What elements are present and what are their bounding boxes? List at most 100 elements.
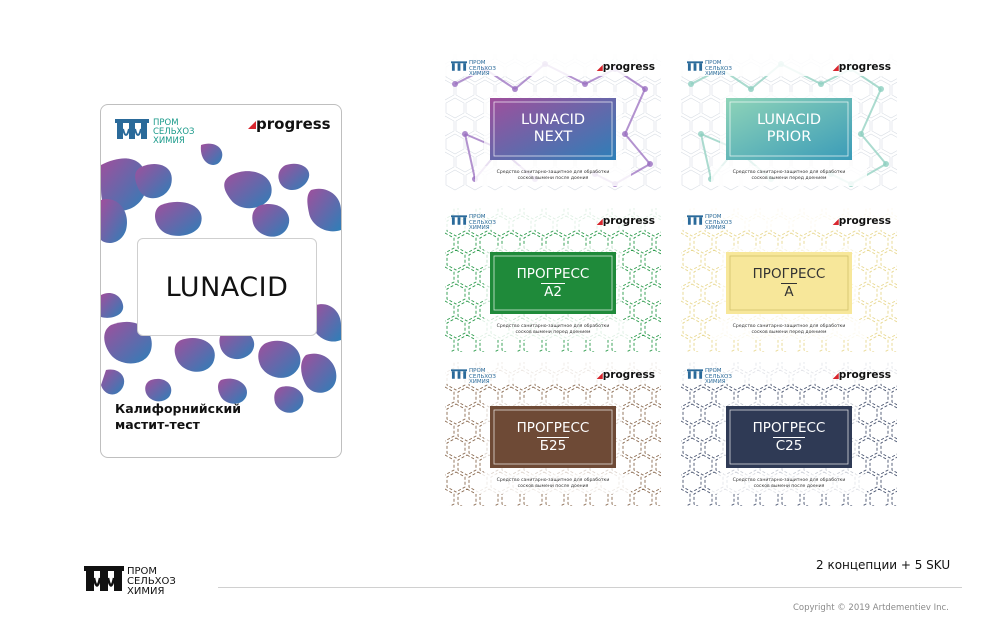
card-description-line-2: сосков вымени перед доением — [751, 175, 827, 181]
big-card-title: LUNACID — [137, 238, 317, 336]
card-progress-brand: ◢progress — [596, 61, 655, 73]
card-logo-line-1: ПРОМ — [469, 368, 486, 374]
footer-logo-line-3: ХИМИЯ — [127, 586, 165, 597]
card-description-line-2: сосков вымени после доения — [517, 175, 589, 181]
card-logo-icon — [687, 215, 703, 225]
card-label-line-2: А — [781, 282, 797, 301]
card-progress-text: progress — [602, 369, 655, 381]
sku-card: ПРОМ СЕЛЬХОЗ ХИМИЯ ◢progress ПРОГРЕСС А2… — [445, 208, 661, 352]
big-card-subtitle: Калифорнийский мастит-тест — [115, 401, 325, 433]
card-background-pattern — [681, 362, 897, 506]
card-progress-text: progress — [838, 215, 891, 227]
card-product-label: ПРОГРЕСС С25 — [726, 406, 852, 468]
card-logo-line-2: СЕЛЬХОЗ — [705, 373, 732, 380]
card-logo-line-3: ХИМИЯ — [469, 225, 490, 231]
sku-card: ПРОМ СЕЛЬХОЗ ХИМИЯ ◢progress ПРОГРЕСС Б2… — [445, 362, 661, 506]
logo-line-1: ПРОМ — [153, 118, 179, 128]
card-description-line-1: Средство санитарно-защитное для обработк… — [496, 324, 610, 329]
card-label-line-1: LUNACID — [520, 112, 586, 128]
card-progress-text: progress — [838, 369, 891, 381]
footer-caption: 2 концепции + 5 SKU — [816, 558, 951, 572]
card-background-pattern — [681, 54, 897, 198]
footer-logo-line-1: ПРОМ — [127, 566, 158, 577]
card-logo-icon — [451, 61, 467, 71]
card-logo-icon — [687, 61, 703, 71]
card-label-line-2: PRIOR — [766, 129, 812, 145]
card-logo-line-1: ПРОМ — [705, 60, 722, 66]
card-progress-text: progress — [602, 61, 655, 73]
card-logo-text: ПРОМ СЕЛЬХОЗ ХИМИЯ — [705, 60, 732, 78]
card-progress-brand: ◢progress — [832, 61, 891, 73]
card-description: Средство санитарно-защитное для обработк… — [721, 324, 857, 335]
card-logo-line-2: СЕЛЬХОЗ — [705, 65, 732, 72]
footer-logo-line-2: СЕЛЬХОЗ — [127, 576, 176, 587]
card-description: Средство санитарно-защитное для обработк… — [721, 478, 857, 489]
card-description-line-1: Средство санитарно-защитное для обработк… — [732, 478, 846, 483]
card-logo-line-2: СЕЛЬХОЗ — [705, 219, 732, 226]
subtitle-line-1: Калифорнийский — [115, 401, 242, 416]
card-description: Средство санитарно-защитное для обработк… — [721, 170, 857, 181]
card-logo-line-3: ХИМИЯ — [469, 379, 490, 385]
card-logo-line-1: ПРОМ — [469, 60, 486, 66]
card-description-line-2: сосков вымени перед доением — [515, 329, 591, 335]
footer-logo-icon — [84, 566, 124, 591]
card-description: Средство санитарно-защитное для обработк… — [485, 478, 621, 489]
card-product-label: LUNACID PRIOR — [726, 98, 852, 160]
card-progress-text: progress — [838, 61, 891, 73]
card-logo-icon — [687, 369, 703, 379]
card-product-label: LUNACID NEXT — [490, 98, 616, 160]
card-logo-line-1: ПРОМ — [469, 214, 486, 220]
card-logo-text: ПРОМ СЕЛЬХОЗ ХИМИЯ — [469, 60, 496, 78]
card-logo-text: ПРОМ СЕЛЬХОЗ ХИМИЯ — [469, 214, 496, 232]
sku-card: ПРОМ СЕЛЬХОЗ ХИМИЯ ◢progress ПРОГРЕСС С2… — [681, 362, 897, 506]
card-product-label: ПРОГРЕСС А2 — [490, 252, 616, 314]
card-label-line-1: ПРОГРЕСС — [752, 265, 826, 282]
card-description-line-1: Средство санитарно-защитное для обработк… — [732, 170, 846, 175]
card-product-label: ПРОГРЕСС А — [726, 252, 852, 314]
promselhozhimiya-logo-icon — [115, 119, 149, 139]
card-description-line-1: Средство санитарно-защитное для обработк… — [496, 170, 610, 175]
card-progress-brand: ◢progress — [832, 215, 891, 227]
card-logo-line-3: ХИМИЯ — [705, 225, 726, 231]
footer-logo-text: ПРОМ СЕЛЬХОЗ ХИМИЯ — [127, 567, 176, 597]
card-label-line-2: А2 — [541, 282, 565, 301]
lunacid-mastitis-test-card: ПРОМ СЕЛЬХОЗ ХИМИЯ progress LUNACID Кали… — [100, 104, 342, 458]
card-logo-line-3: ХИМИЯ — [705, 71, 726, 77]
card-logo-text: ПРОМ СЕЛЬХОЗ ХИМИЯ — [705, 368, 732, 386]
card-progress-text: progress — [602, 215, 655, 227]
card-logo-icon — [451, 369, 467, 379]
card-label-line-2: NEXT — [533, 129, 573, 145]
card-logo-line-2: СЕЛЬХОЗ — [469, 65, 496, 72]
card-description: Средство санитарно-защитное для обработк… — [485, 324, 621, 335]
card-description-line-1: Средство санитарно-защитное для обработк… — [732, 324, 846, 329]
subtitle-line-2: мастит-тест — [115, 417, 200, 432]
sku-card: ПРОМ СЕЛЬХОЗ ХИМИЯ ◢progress LUNACID PRI… — [681, 54, 897, 198]
card-label-line-1: ПРОГРЕСС — [516, 265, 590, 282]
card-logo-line-2: СЕЛЬХОЗ — [469, 373, 496, 380]
card-label-line-1: ПРОГРЕСС — [516, 419, 590, 436]
card-description-line-1: Средство санитарно-защитное для обработк… — [496, 478, 610, 483]
sku-card: ПРОМ СЕЛЬХОЗ ХИМИЯ ◢progress ПРОГРЕСС А … — [681, 208, 897, 352]
card-description: Средство санитарно-защитное для обработк… — [485, 170, 621, 181]
card-logo-text: ПРОМ СЕЛЬХОЗ ХИМИЯ — [705, 214, 732, 232]
card-progress-brand: ◢progress — [596, 215, 655, 227]
card-label-line-2: С25 — [772, 436, 806, 455]
card-background-pattern — [681, 208, 897, 352]
card-logo-line-1: ПРОМ — [705, 214, 722, 220]
card-description-line-2: сосков вымени после доения — [753, 483, 825, 489]
card-progress-brand: ◢progress — [596, 369, 655, 381]
card-description-line-2: сосков вымени перед доением — [751, 329, 827, 335]
card-logo-line-3: ХИМИЯ — [705, 379, 726, 385]
card-label-line-1: ПРОГРЕСС — [752, 419, 826, 436]
card-logo-text: ПРОМ СЕЛЬХОЗ ХИМИЯ — [469, 368, 496, 386]
card-progress-brand: ◢progress — [832, 369, 891, 381]
brand-logo-text: ПРОМ СЕЛЬХОЗ ХИМИЯ — [153, 119, 195, 146]
card-product-label: ПРОГРЕСС Б25 — [490, 406, 616, 468]
card-logo-icon — [451, 215, 467, 225]
copyright-text: Copyright © 2019 Artdementiev Inc. — [793, 603, 949, 613]
progress-triangle-icon — [248, 121, 256, 129]
footer-divider — [218, 587, 962, 588]
card-label-line-1: LUNACID — [756, 112, 822, 128]
card-logo-line-3: ХИМИЯ — [469, 71, 490, 77]
card-logo-line-2: СЕЛЬХОЗ — [469, 219, 496, 226]
